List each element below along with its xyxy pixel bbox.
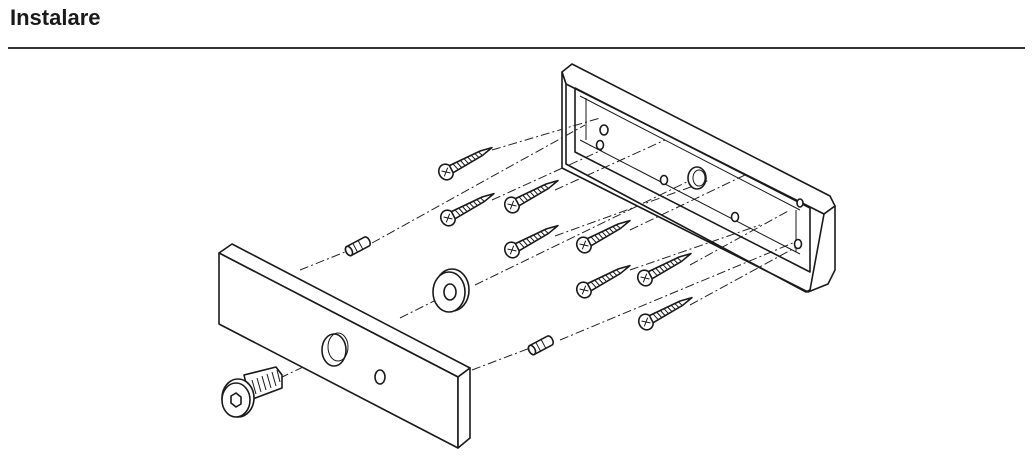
page-title: Instalare bbox=[10, 5, 101, 30]
wood-screw-6 bbox=[573, 257, 635, 302]
armature-plate bbox=[218, 243, 471, 449]
wood-screw-7 bbox=[634, 245, 696, 290]
rubber-washer bbox=[432, 268, 470, 313]
wood-screw-4 bbox=[501, 217, 563, 262]
assembly-lines bbox=[279, 117, 801, 379]
wood-screw-8 bbox=[635, 289, 697, 334]
wood-screw-2 bbox=[437, 185, 499, 230]
guide-pin-1 bbox=[343, 234, 373, 258]
wood-screw-3 bbox=[501, 172, 563, 217]
mounting-bracket bbox=[561, 63, 836, 293]
title-divider bbox=[8, 47, 1025, 49]
wood-screw-5 bbox=[573, 212, 635, 257]
guide-pin-2 bbox=[526, 333, 556, 357]
wood-screw-1 bbox=[435, 139, 497, 184]
countersunk-hex-bolt bbox=[221, 366, 283, 418]
